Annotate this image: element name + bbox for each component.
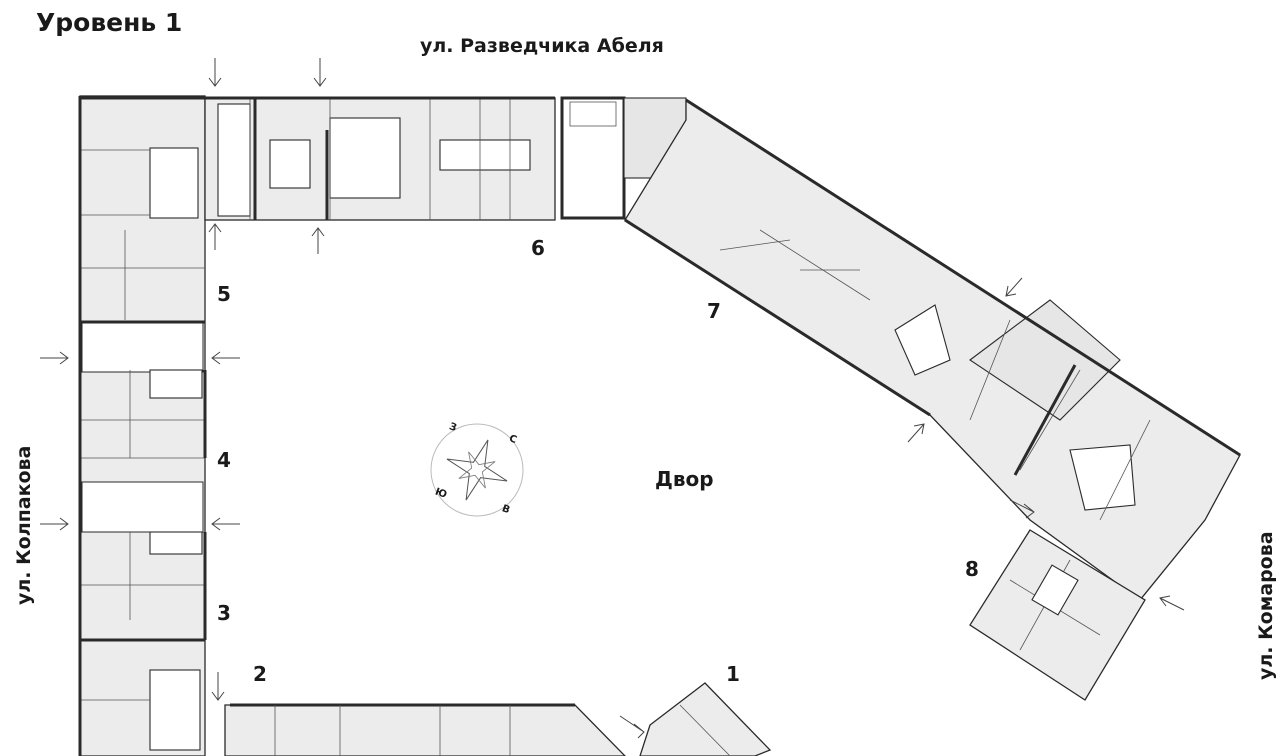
compass-south-label: Ю [433, 486, 448, 500]
section-label-3: 3 [217, 601, 231, 625]
compass-north-label: С [508, 433, 519, 446]
street-label-north: ул. Разведчика Абеля [420, 35, 664, 57]
compass-west-label: З [448, 421, 458, 434]
compass-east-label: В [500, 503, 511, 516]
south-wing [224, 682, 772, 756]
section-8-block [969, 529, 1146, 701]
north-wing [80, 96, 687, 221]
street-label-east: ул. Комарова [1255, 531, 1277, 680]
diagonal-wing [624, 98, 1241, 601]
section-label-6: 6 [531, 236, 545, 260]
yard-label: Двор [655, 467, 714, 491]
level-title: Уровень 1 [36, 8, 182, 37]
street-label-west: ул. Колпакова [13, 446, 35, 605]
section-label-1: 1 [726, 662, 740, 686]
section-label-2: 2 [253, 662, 267, 686]
section-label-7: 7 [707, 299, 721, 323]
section-label-8: 8 [965, 557, 979, 581]
entrance-arrows [40, 58, 1185, 739]
compass-rose: С В Ю З [430, 421, 524, 517]
section-label-4: 4 [217, 448, 231, 472]
section-label-5: 5 [217, 282, 231, 306]
west-wing [78, 95, 207, 756]
